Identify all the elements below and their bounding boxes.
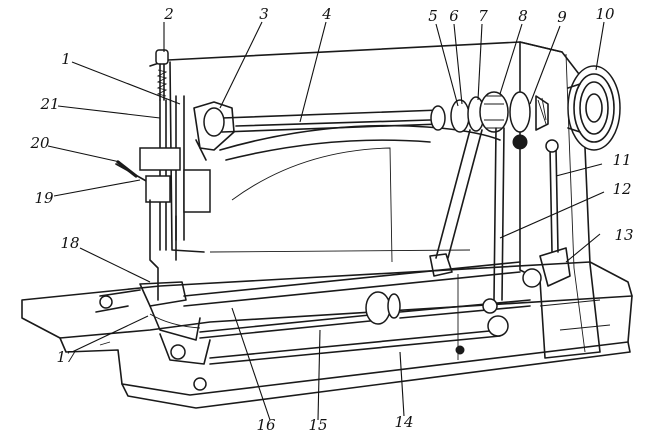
connecting-rods bbox=[435, 127, 571, 301]
pulley-assembly bbox=[430, 65, 621, 151]
callout-9: 9 bbox=[557, 8, 567, 26]
callout-21: 21 bbox=[39, 95, 59, 113]
lower-shafts bbox=[183, 253, 531, 365]
callout-16: 16 bbox=[256, 416, 276, 434]
callout-13: 13 bbox=[614, 226, 633, 244]
callout-19: 19 bbox=[34, 189, 54, 207]
callout-12: 12 bbox=[612, 180, 631, 198]
callout-7: 7 bbox=[478, 7, 488, 25]
callout-14: 14 bbox=[394, 413, 413, 431]
callout-5: 5 bbox=[428, 7, 438, 25]
callout-8: 8 bbox=[518, 7, 528, 25]
callout-18: 18 bbox=[60, 234, 79, 252]
callout-labels: 2 3 4 5 6 7 8 9 10 1 21 20 19 18 17 16 1… bbox=[29, 5, 633, 434]
callout-4: 4 bbox=[321, 5, 332, 23]
machine-arm bbox=[149, 41, 563, 263]
callout-2: 2 bbox=[163, 5, 174, 23]
leader-lines bbox=[47, 21, 605, 421]
needle-bar-assembly bbox=[115, 49, 235, 301]
callout-3: 3 bbox=[259, 5, 269, 23]
callout-20: 20 bbox=[29, 134, 50, 152]
callout-15: 15 bbox=[308, 416, 327, 434]
callout-10: 10 bbox=[595, 5, 615, 23]
callout-17: 17 bbox=[56, 348, 76, 366]
main-shaft bbox=[221, 109, 441, 133]
callout-1: 1 bbox=[61, 50, 71, 68]
callout-6: 6 bbox=[449, 7, 459, 25]
callout-11: 11 bbox=[612, 151, 631, 169]
base-plate bbox=[21, 261, 633, 409]
presser-foot-assembly bbox=[95, 281, 211, 391]
